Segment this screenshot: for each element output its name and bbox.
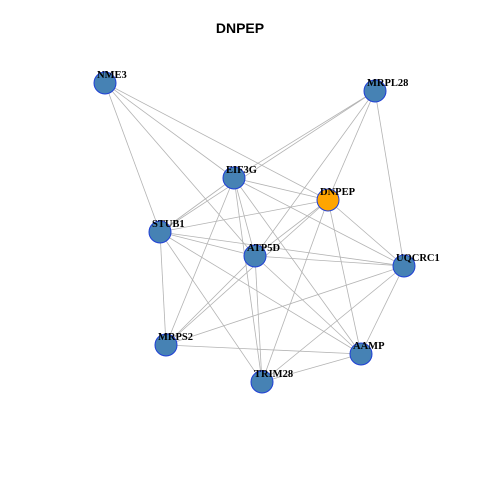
nodes-layer <box>93 71 416 394</box>
node-label-mrpl28: MRPL28 <box>367 78 408 89</box>
node-label-nme3: NME3 <box>97 70 127 81</box>
edge-atp5d-aamp <box>254 255 362 355</box>
edge-eif3g-atp5d <box>233 177 256 257</box>
edge-dnpep-stub1 <box>159 199 329 233</box>
edge-dnpep-mrps2 <box>165 199 329 346</box>
node-mrpl28 <box>363 79 387 103</box>
node-dnpep <box>316 188 340 212</box>
edge-mrpl28-uqcrc1 <box>374 90 405 267</box>
node-label-trim28: TRIM28 <box>254 369 293 380</box>
node-label-mrps2: MRPS2 <box>158 332 193 343</box>
edge-uqcrc1-mrps2 <box>165 265 405 346</box>
node-stub1 <box>148 220 172 244</box>
edge-stub1-aamp <box>159 231 362 355</box>
node-trim28 <box>250 370 274 394</box>
node-label-eif3g: EIF3G <box>226 165 257 176</box>
node-label-aamp: AAMP <box>353 341 385 352</box>
edge-stub1-trim28 <box>159 231 263 383</box>
edge-stub1-atp5d <box>159 231 256 257</box>
edge-nme3-stub1 <box>104 82 161 233</box>
node-eif3g <box>222 166 246 190</box>
edge-eif3g-uqcrc1 <box>233 177 405 267</box>
edge-uqcrc1-trim28 <box>261 265 405 383</box>
edges-layer <box>104 82 405 383</box>
node-atp5d <box>243 244 267 268</box>
edge-nme3-dnpep <box>104 82 329 201</box>
edge-dnpep-trim28 <box>261 199 329 383</box>
edge-atp5d-uqcrc1 <box>254 255 405 267</box>
edge-dnpep-uqcrc1 <box>327 199 405 267</box>
edge-eif3g-dnpep <box>233 177 329 201</box>
node-aamp <box>349 342 373 366</box>
edge-eif3g-stub1 <box>159 177 235 233</box>
edge-eif3g-trim28 <box>233 177 263 383</box>
edge-nme3-eif3g <box>104 82 235 179</box>
edge-atp5d-mrps2 <box>165 255 256 346</box>
node-label-dnpep: DNPEP <box>320 187 356 198</box>
edge-atp5d-trim28 <box>254 255 263 383</box>
edge-stub1-mrps2 <box>159 231 167 346</box>
edge-mrpl28-stub1 <box>159 90 376 233</box>
edge-eif3g-mrps2 <box>165 177 235 346</box>
edge-nme3-atp5d <box>104 82 256 257</box>
edge-mrpl28-dnpep <box>327 90 376 201</box>
node-label-stub1: STUB1 <box>152 219 185 230</box>
node-mrps2 <box>154 333 178 357</box>
edge-eif3g-aamp <box>233 177 362 355</box>
edge-stub1-uqcrc1 <box>159 231 405 267</box>
edge-dnpep-aamp <box>327 199 362 355</box>
node-label-atp5d: ATP5D <box>247 243 280 254</box>
node-label-uqcrc1: UQCRC1 <box>396 253 440 264</box>
edge-aamp-trim28 <box>261 353 362 383</box>
node-uqcrc1 <box>392 254 416 278</box>
edge-uqcrc1-aamp <box>360 265 405 355</box>
node-nme3 <box>93 71 117 95</box>
edge-mrpl28-atp5d <box>254 90 376 257</box>
edge-mrpl28-eif3g <box>233 90 376 179</box>
edge-mrps2-aamp <box>165 344 362 355</box>
graph-title: DNPEP <box>215 20 265 36</box>
